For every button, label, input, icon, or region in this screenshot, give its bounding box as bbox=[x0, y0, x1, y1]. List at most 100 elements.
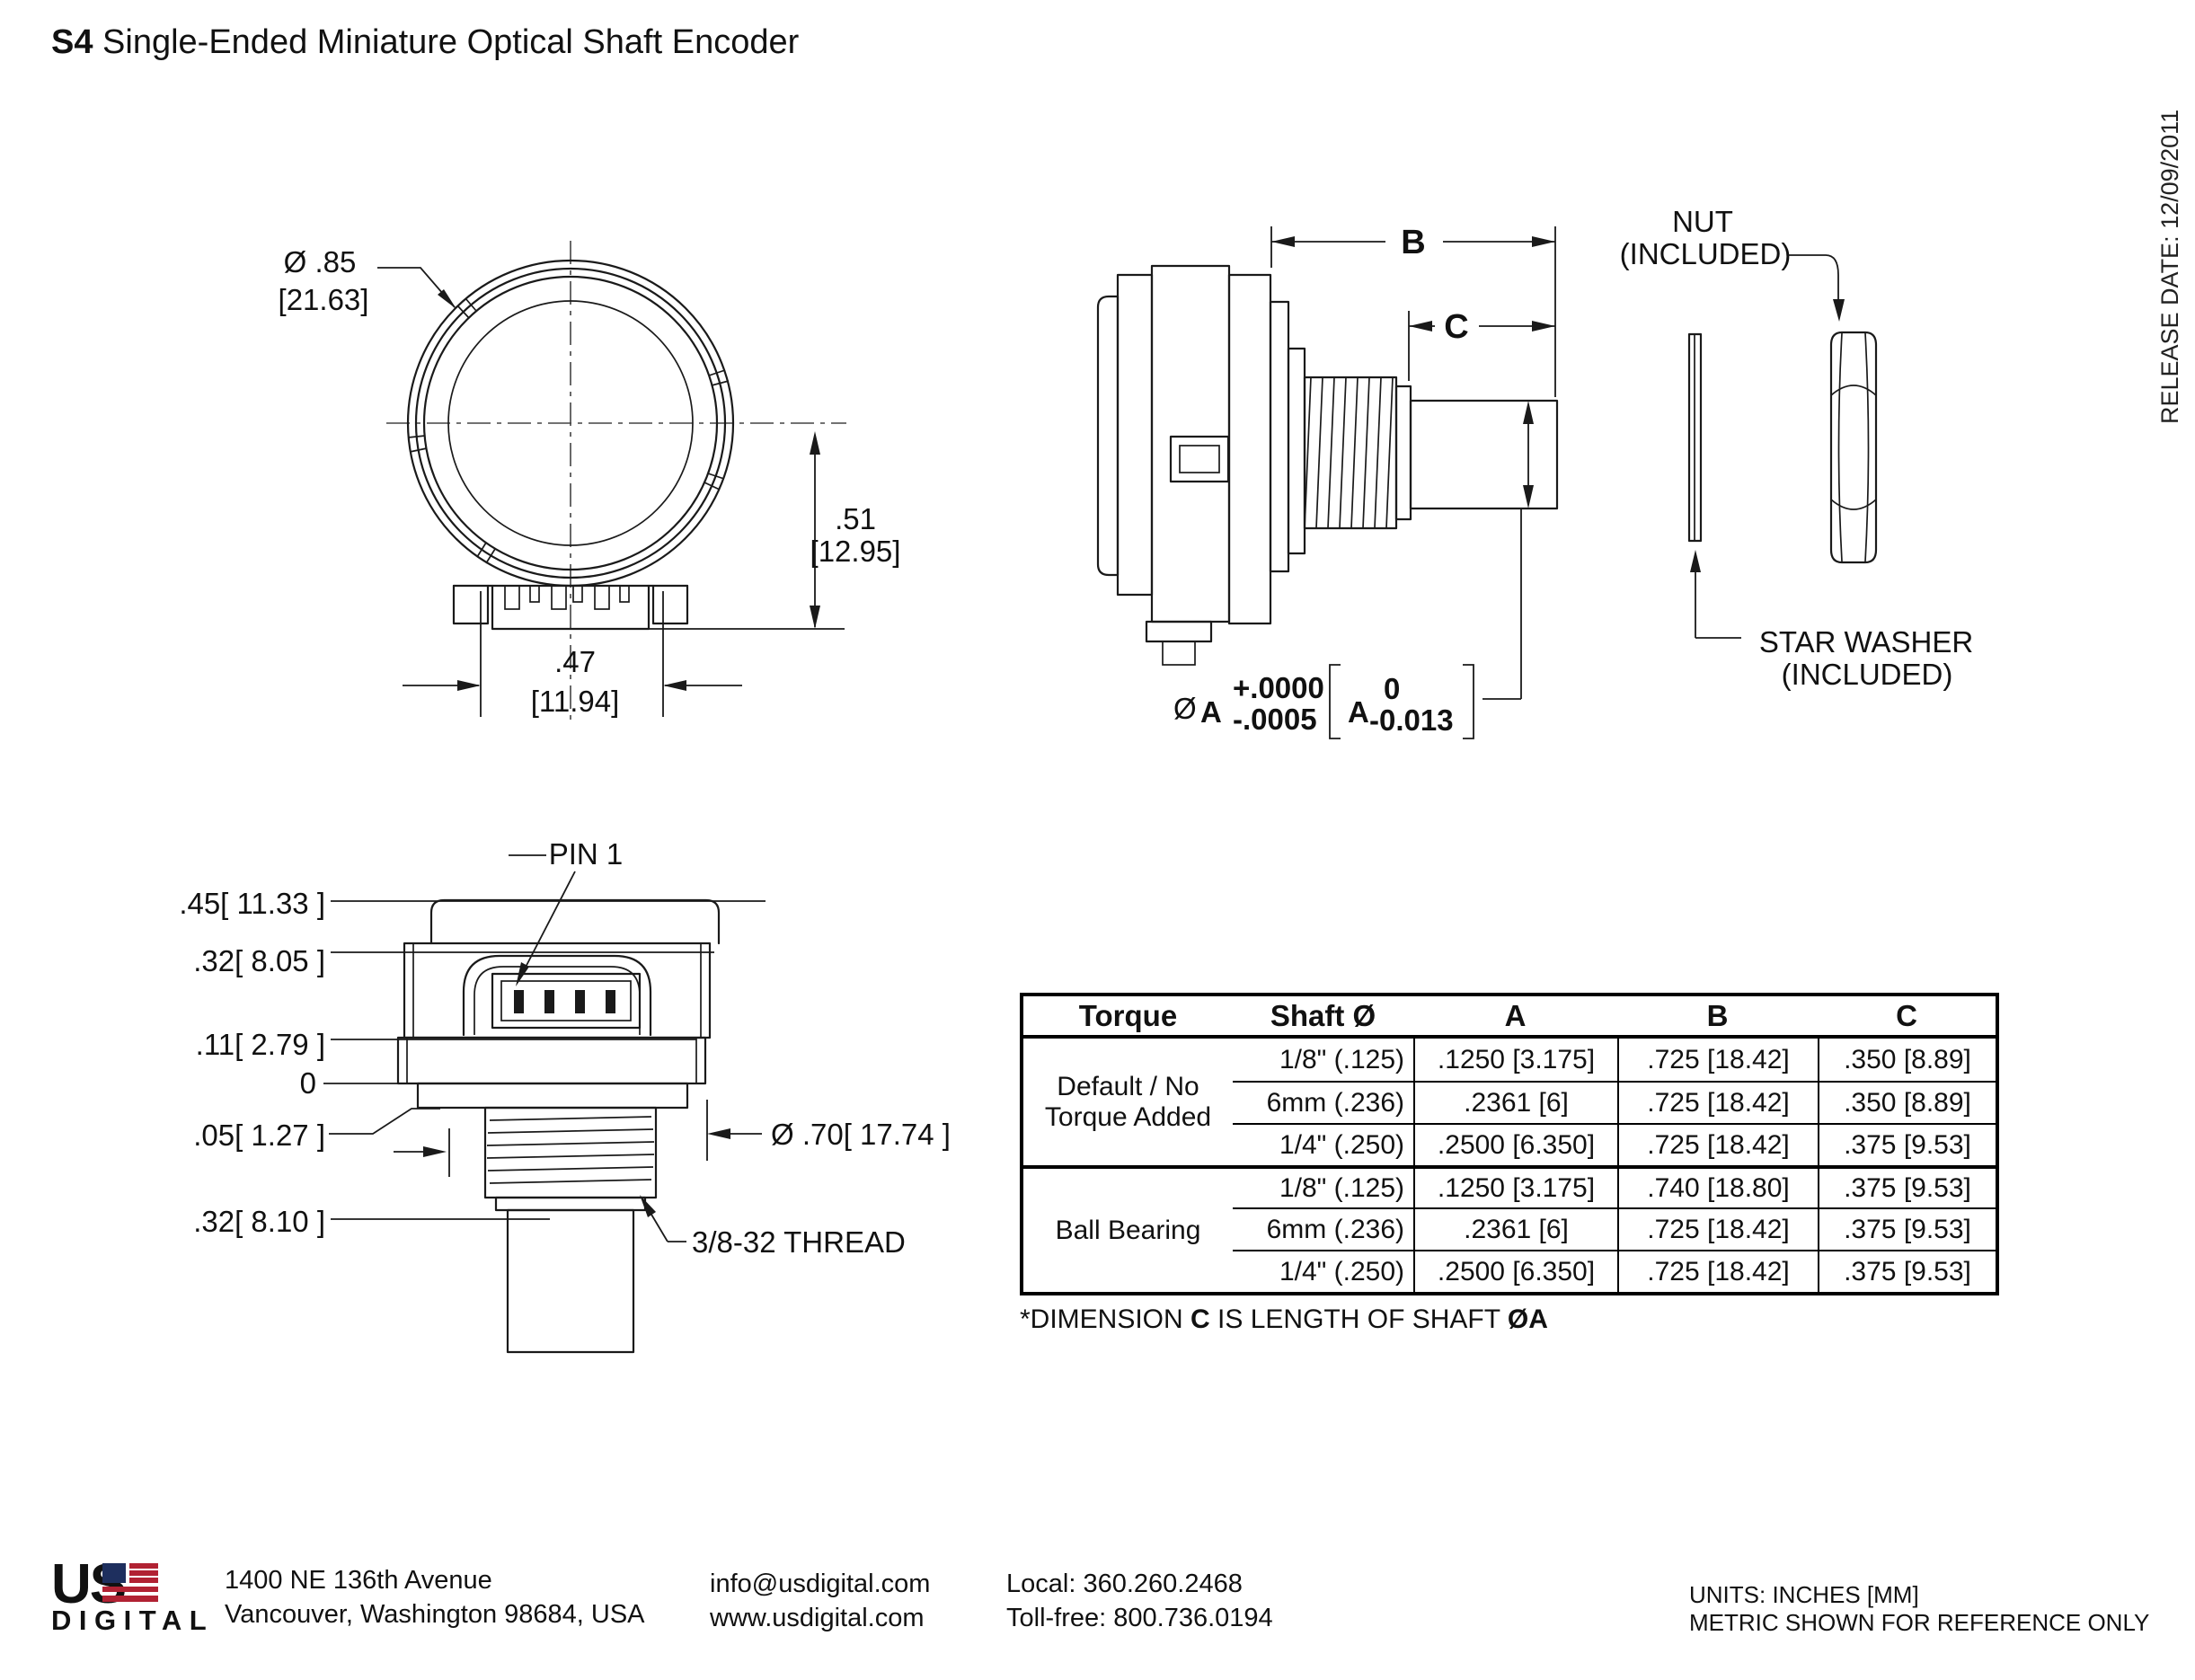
front-diameter-mm: [21.63] bbox=[279, 283, 369, 316]
spec-group-label-default: Default / No Torque Added bbox=[1044, 1071, 1212, 1132]
hardware-drawing: NUT (INCLUDED) STAR WASHER (INCLUDED) bbox=[1620, 205, 1974, 691]
spec-cell: .2500 [6.350] bbox=[1413, 1123, 1617, 1165]
star-washer-outline bbox=[1687, 332, 1703, 543]
metric-letter: A bbox=[1348, 695, 1369, 729]
spec-cell: .375 [9.53] bbox=[1818, 1207, 1996, 1250]
units-line1: UNITS: INCHES [MM] bbox=[1689, 1581, 1919, 1608]
website-text: www.usdigital.com bbox=[710, 1604, 925, 1632]
front-view-drawing: Ø .85 [21.63] .51 [12.95] .47 [11.94] bbox=[279, 241, 901, 721]
washer-label-line2: (INCLUDED) bbox=[1782, 658, 1953, 691]
us-flag-icon bbox=[102, 1563, 158, 1605]
spec-cell: .2361 [6] bbox=[1413, 1081, 1617, 1123]
phone-local: Local: 360.260.2468 bbox=[1006, 1569, 1243, 1598]
spec-header-a: A bbox=[1413, 996, 1617, 1039]
bracket-open bbox=[1329, 664, 1341, 739]
dim-zero-label: 0 bbox=[300, 1066, 316, 1100]
encoder-front-outline bbox=[406, 259, 735, 588]
nut-label-line2: (INCLUDED) bbox=[1620, 237, 1792, 270]
dim-32a-label: .32[ 8.05 ] bbox=[193, 944, 325, 977]
nut-label: NUT (INCLUDED) bbox=[1620, 205, 1845, 322]
thread-callout: 3/8-32 THREAD bbox=[640, 1195, 906, 1259]
front-width-mm: [11.94] bbox=[531, 685, 619, 718]
shaft-diameter-dimension bbox=[1483, 401, 1534, 700]
spec-cell: .375 [9.53] bbox=[1818, 1123, 1996, 1165]
side-view-drawing: B C Ø A +.0000 -.0005 A 0 -0.013 bbox=[1096, 224, 1559, 739]
front-connector-outline bbox=[452, 584, 689, 631]
front-width-dimension: .47 [11.94] bbox=[403, 591, 742, 718]
nut-label-line1: NUT bbox=[1672, 205, 1733, 238]
spec-cell: .1250 [3.175] bbox=[1413, 1165, 1617, 1207]
spec-cell: .725 [18.42] bbox=[1617, 1081, 1818, 1123]
usdigital-logo-digital: DIGITAL bbox=[51, 1605, 215, 1636]
spec-cell: .725 [18.42] bbox=[1617, 1250, 1818, 1292]
release-date: RELEASE DATE: 12/09/2011 bbox=[2156, 109, 2183, 424]
spec-cell: 1/4" (.250) bbox=[1233, 1123, 1413, 1165]
spec-cell: .725 [18.42] bbox=[1617, 1207, 1818, 1250]
mounting-view-body bbox=[396, 898, 721, 1110]
dim-05-label: .05[ 1.27 ] bbox=[193, 1119, 325, 1152]
flange-diameter-label: Ø .70[ 17.74 ] bbox=[771, 1118, 951, 1151]
spec-cell: .375 [9.53] bbox=[1818, 1250, 1996, 1292]
encoder-side-body bbox=[1096, 264, 1306, 666]
spec-group-label-ballbearing: Ball Bearing bbox=[1023, 1165, 1233, 1292]
mounting-view-drawing: .45[ 11.33 ] .32[ 8.05 ] .11[ 2.79 ] 0 .… bbox=[179, 837, 951, 1354]
table-footnote: *DIMENSION C IS LENGTH OF SHAFT ØA bbox=[1020, 1304, 1548, 1335]
page-title: S4 Single-Ended Miniature Optical Shaft … bbox=[51, 23, 799, 62]
spec-cell: .740 [18.80] bbox=[1617, 1165, 1818, 1207]
spec-cell: 1/4" (.250) bbox=[1233, 1250, 1413, 1292]
shaft-dia-symbol: Ø bbox=[1173, 692, 1197, 725]
stack-dimension-labels: .45[ 11.33 ] .32[ 8.05 ] .11[ 2.79 ] 0 .… bbox=[179, 887, 766, 1238]
spec-cell: 6mm (.236) bbox=[1233, 1081, 1413, 1123]
mounting-thread-section bbox=[483, 1106, 658, 1354]
side-shaft bbox=[1409, 399, 1559, 510]
front-diameter-dimension: Ø .85 [21.63] bbox=[279, 245, 456, 316]
phone-tollfree: Toll-free: 800.736.0194 bbox=[1006, 1604, 1273, 1632]
front-diameter-value: Ø .85 bbox=[284, 245, 357, 279]
dim-11-label: .11[ 2.79 ] bbox=[196, 1028, 325, 1061]
dimension-c: C bbox=[1408, 308, 1555, 381]
spec-header-b: B bbox=[1617, 996, 1818, 1039]
metric-tol-minus: -0.013 bbox=[1369, 703, 1454, 737]
spec-cell: .350 [8.89] bbox=[1818, 1039, 1996, 1081]
footnote-middle: IS LENGTH OF SHAFT bbox=[1209, 1304, 1508, 1334]
product-description: Single-Ended Miniature Optical Shaft Enc… bbox=[93, 23, 800, 61]
spec-cell: 1/8" (.125) bbox=[1233, 1165, 1413, 1207]
spec-header-shaft: Shaft Ø bbox=[1233, 996, 1413, 1039]
footer-phone: Local: 360.260.2468 Toll-free: 800.736.0… bbox=[1006, 1567, 1273, 1635]
address-line2: Vancouver, Washington 98684, USA bbox=[225, 1600, 645, 1629]
footer-web: info@usdigital.com www.usdigital.com bbox=[710, 1567, 930, 1635]
washer-label-line1: STAR WASHER bbox=[1759, 625, 1973, 659]
dim-32b-label: .32[ 8.10 ] bbox=[193, 1205, 325, 1238]
shaft-tol-minus: -.0005 bbox=[1233, 703, 1317, 736]
shaft-tol-plus: +.0000 bbox=[1233, 671, 1324, 704]
dim-b-label: B bbox=[1401, 224, 1425, 261]
front-height-value: .51 bbox=[835, 502, 876, 535]
side-thread-section bbox=[1303, 376, 1412, 530]
pin1-callout: PIN 1 bbox=[509, 837, 623, 986]
shaft-tolerance-note: Ø A +.0000 -.0005 A 0 -0.013 bbox=[1173, 664, 1474, 739]
spec-cell: .375 [9.53] bbox=[1818, 1165, 1996, 1207]
spec-cell: .1250 [3.175] bbox=[1413, 1039, 1617, 1081]
shaft-dia-letter: A bbox=[1200, 695, 1222, 729]
star-washer-label: STAR WASHER (INCLUDED) bbox=[1690, 550, 1973, 691]
spec-cell: .2361 [6] bbox=[1413, 1207, 1617, 1250]
front-height-mm: [12.95] bbox=[810, 535, 901, 568]
footer-units-note: UNITS: INCHES [MM] METRIC SHOWN FOR REFE… bbox=[1689, 1581, 2149, 1637]
spec-cell: .350 [8.89] bbox=[1818, 1081, 1996, 1123]
nut-outline bbox=[1829, 331, 1878, 564]
spec-header-torque: Torque bbox=[1023, 996, 1233, 1039]
email-text: info@usdigital.com bbox=[710, 1569, 931, 1598]
spec-header-c: C bbox=[1818, 996, 1996, 1039]
front-height-dimension: .51 [12.95] bbox=[633, 431, 901, 630]
footnote-prefix: *DIMENSION bbox=[1020, 1304, 1191, 1334]
address-line1: 1400 NE 136th Avenue bbox=[225, 1566, 492, 1595]
spec-cell: .725 [18.42] bbox=[1617, 1123, 1818, 1165]
footer-address: 1400 NE 136th Avenue Vancouver, Washingt… bbox=[225, 1563, 645, 1631]
dim-c-label: C bbox=[1444, 308, 1468, 346]
spec-cell: 6mm (.236) bbox=[1233, 1207, 1413, 1250]
dim-45-label: .45[ 11.33 ] bbox=[179, 887, 325, 920]
product-model: S4 bbox=[51, 23, 93, 61]
spec-cell: .2500 [6.350] bbox=[1413, 1250, 1617, 1292]
spec-cell: 1/8" (.125) bbox=[1279, 1044, 1404, 1074]
